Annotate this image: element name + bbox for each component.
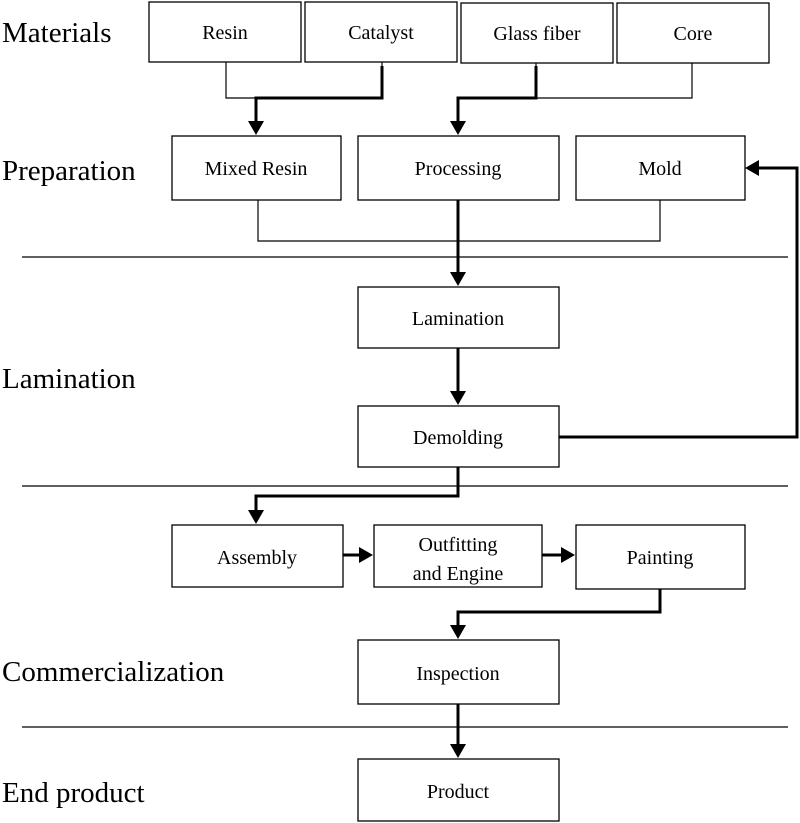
node-mixed-resin: Mixed Resin: [171, 135, 342, 201]
arrowhead-painting: [561, 547, 575, 563]
connector-demolding-to-assembly: [254, 467, 460, 513]
stage-label-materials: Materials: [2, 17, 112, 49]
join-resin-catalyst: [225, 62, 383, 99]
node-catalyst: Catalyst: [304, 1, 458, 63]
node-label-outfitting-line1: Outfitting: [419, 534, 498, 556]
connector-demolding-to-mold: [559, 166, 799, 439]
join-glass-core: [535, 63, 693, 99]
node-label-core: Core: [674, 23, 713, 45]
node-label-mixed-resin: Mixed Resin: [205, 158, 308, 180]
node-product: Product: [357, 758, 560, 822]
arrowhead-outfitting: [359, 547, 373, 563]
node-painting: Painting: [575, 524, 746, 590]
connector-painting-to-inspection: [456, 589, 662, 628]
stage-label-lamination: Lamination: [2, 363, 136, 395]
node-label-assembly: Assembly: [217, 547, 297, 569]
node-label-catalyst: Catalyst: [348, 22, 414, 44]
node-mold: Mold: [575, 135, 746, 201]
stage-label-commercialization: Commercialization: [2, 656, 225, 688]
node-inspection: Inspection: [357, 639, 560, 705]
node-label-product: Product: [427, 781, 490, 803]
arrowhead-mixed-resin: [248, 121, 264, 135]
node-outfitting-and-engine: Outfitting and Engine: [373, 524, 543, 588]
stage-label-preparation: Preparation: [2, 155, 136, 187]
node-label-demolding: Demolding: [413, 427, 503, 449]
node-label-processing: Processing: [415, 158, 502, 180]
node-label-mold: Mold: [638, 158, 681, 180]
node-lamination: Lamination: [357, 286, 560, 349]
node-demolding: Demolding: [357, 405, 560, 468]
arrowhead-demolding: [450, 391, 466, 405]
connector-materials-to-mixed-resin: [254, 66, 384, 124]
arrowhead-assembly: [248, 510, 264, 524]
arrowhead-processing: [450, 121, 466, 135]
connector-materials-to-processing: [456, 66, 538, 124]
stage-label-end-product: End product: [2, 777, 145, 809]
node-core: Core: [616, 2, 770, 64]
node-label-outfitting-line2: and Engine: [413, 563, 504, 585]
arrowhead-product: [450, 744, 466, 758]
arrowhead-mold: [745, 160, 759, 176]
node-assembly: Assembly: [171, 524, 344, 588]
node-label-painting: Painting: [627, 547, 694, 569]
node-label-glass-fiber: Glass fiber: [493, 23, 581, 45]
node-label-lamination: Lamination: [412, 308, 504, 330]
node-glass-fiber: Glass fiber: [460, 2, 614, 64]
node-label-inspection: Inspection: [416, 663, 499, 685]
node-processing: Processing: [357, 135, 560, 201]
node-resin: Resin: [148, 1, 302, 63]
arrowhead-inspection: [450, 625, 466, 639]
arrowhead-lamination: [450, 272, 466, 286]
node-label-resin: Resin: [202, 22, 248, 44]
